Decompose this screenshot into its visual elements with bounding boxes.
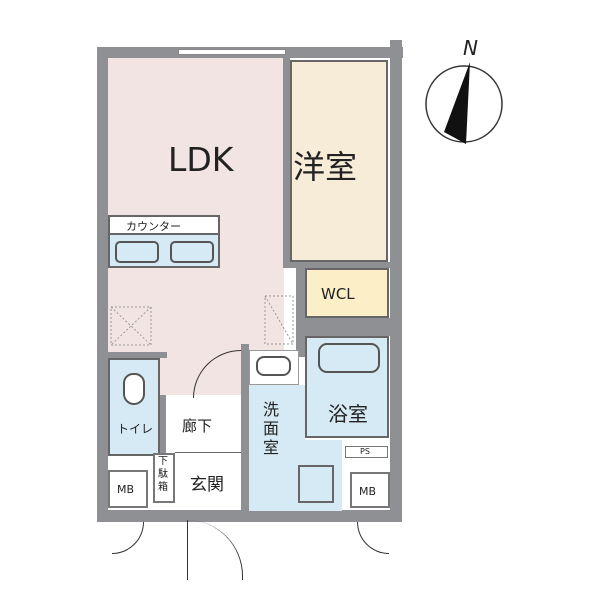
ldk-label: LDK: [168, 140, 234, 179]
wall-toilet: [107, 352, 167, 358]
mb-left-label: MB: [117, 483, 135, 496]
room-wcl: [305, 268, 389, 318]
washroom-label: 洗面室: [263, 400, 280, 457]
stove-icon: [115, 241, 159, 263]
inner-wall-ldk: [283, 58, 290, 268]
wall-toilet-right: [160, 395, 166, 457]
room-washroom: [249, 385, 305, 511]
entrance-label: 玄関: [190, 475, 224, 495]
bathtub-icon: [318, 343, 380, 373]
wall-washroom-left: [241, 344, 249, 514]
inner-wall-wcl: [296, 262, 305, 357]
ps-label: PS: [360, 447, 370, 456]
outer-wall-right: [390, 40, 402, 522]
toilet-icon: [123, 373, 145, 405]
north-label: N: [463, 36, 478, 60]
window-top: [178, 49, 286, 55]
wall-bath-top: [300, 318, 390, 336]
outer-wall-left: [97, 47, 108, 522]
room-corridor: [166, 397, 241, 452]
western-room-label: 洋室: [293, 148, 358, 186]
ps-box: [345, 446, 388, 458]
sink-icon: [170, 241, 214, 263]
washbasin-bowl-icon: [256, 356, 291, 376]
bathroom-label: 浴室: [328, 402, 368, 426]
wcl-label: WCL: [321, 285, 355, 303]
room-western: [290, 60, 388, 262]
counter-label: カウンター: [126, 220, 181, 233]
shoe-box-label: 下駄箱: [158, 456, 168, 493]
outer-wall-bottom: [97, 510, 402, 522]
room-ldk: [108, 58, 284, 354]
north-arrow-icon: [425, 62, 503, 144]
mb-right-label: MB: [359, 485, 377, 498]
mb-left: [108, 470, 148, 508]
wall-wcl-top: [290, 262, 390, 268]
mb-right: [350, 472, 390, 508]
washing-machine-icon: [298, 465, 334, 503]
counter: [108, 215, 220, 235]
corridor-label: 廊下: [182, 417, 213, 435]
shoe-box: [153, 453, 175, 503]
toilet-label: トイレ: [117, 422, 154, 436]
room-entrance: [175, 452, 241, 510]
